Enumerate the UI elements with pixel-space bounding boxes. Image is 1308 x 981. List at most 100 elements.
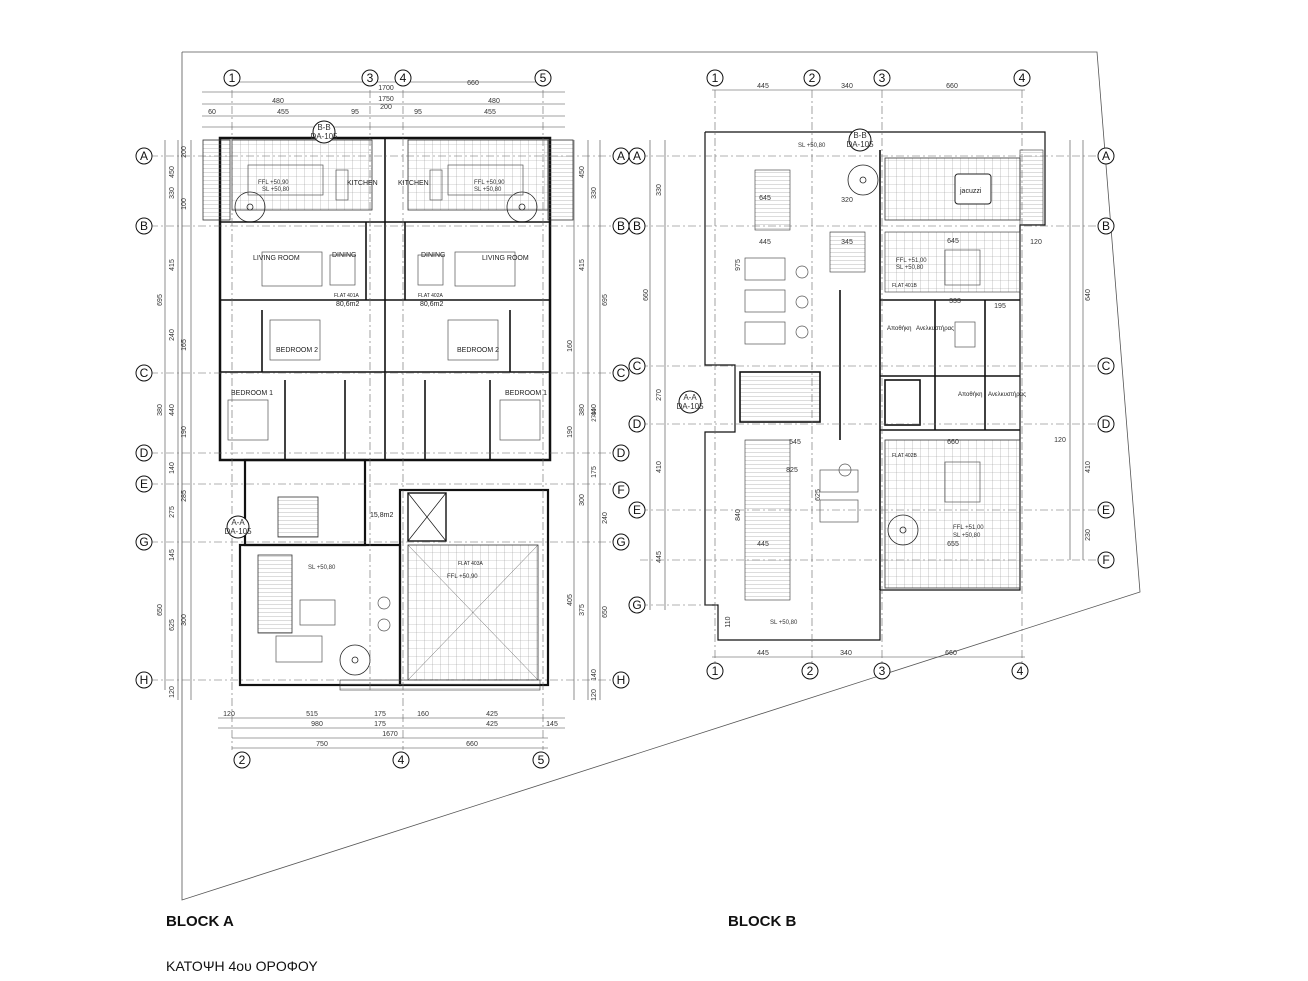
dimension-value: 445 xyxy=(759,239,771,246)
grid-col-label: 2 xyxy=(239,753,246,767)
dimension-value: 110 xyxy=(725,616,732,627)
grid-row-label: G xyxy=(632,598,641,612)
room-label: BEDROOM 2 xyxy=(457,347,499,354)
dimension-value: 145 xyxy=(169,549,176,561)
grid-row-label: D xyxy=(140,446,149,460)
grid-row-label: E xyxy=(633,503,641,517)
dimension-value: 660 xyxy=(946,83,958,90)
dimension-value: 330 xyxy=(169,187,176,199)
grid-row-label: A xyxy=(140,149,148,163)
block-b-grid-bubble-labels: 1 2 3 4 1 2 3 4 A B C D E G A B C D E F xyxy=(632,71,1110,678)
dimension-value: 440 xyxy=(169,404,176,416)
grid-row-label: C xyxy=(140,366,149,380)
level-label: SL +50,80 xyxy=(798,143,826,149)
block-b-spiral-stairs xyxy=(847,164,919,546)
floor-plan-title: ΚΑΤΟΨΗ 4ου ΟΡΟΦΟΥ xyxy=(166,958,318,974)
section-marker-labels: B-B DA-105 A-A DA-105 B-B DA-105 A-A DA-… xyxy=(224,123,874,536)
dimension-value: 160 xyxy=(417,711,429,718)
block-b-furniture xyxy=(744,249,981,523)
area-label: 15,8m2 xyxy=(370,512,393,519)
grid-col-label: 1 xyxy=(712,664,719,678)
dimension-value: 445 xyxy=(656,551,663,563)
dimension-value: 545 xyxy=(789,439,801,446)
block-a-lower-terrace xyxy=(257,492,541,691)
room-label: KITCHEN xyxy=(398,180,429,187)
dimension-value: 380 xyxy=(157,404,164,416)
dimension-value: 145 xyxy=(546,721,558,728)
dimension-value: 345 xyxy=(841,239,853,246)
grid-col-label: 1 xyxy=(229,71,236,85)
block-a-plan xyxy=(150,81,620,750)
block-a-grid-lines xyxy=(150,90,620,750)
dimension-value: 825 xyxy=(786,467,798,474)
dimension-value: 160 xyxy=(567,340,574,352)
dimension-value: 190 xyxy=(181,426,188,438)
level-label: SL +50,80 xyxy=(262,187,290,193)
section-tag: A-A xyxy=(683,393,697,402)
dimension-value: 120 xyxy=(1030,239,1042,246)
room-label: Ανελκυστήρας xyxy=(988,391,1026,398)
dimension-value: 100 xyxy=(181,198,188,210)
dimension-value: 340 xyxy=(841,83,853,90)
grid-row-label: H xyxy=(140,673,149,687)
dimension-value: 405 xyxy=(567,594,574,606)
section-markers xyxy=(226,120,872,539)
dimension-value: 660 xyxy=(945,650,957,657)
level-label: SL +50,80 xyxy=(474,187,502,193)
block-b-plan xyxy=(640,89,1100,665)
grid-row-label: F xyxy=(617,483,624,497)
room-label: Αποθήκη xyxy=(887,325,911,332)
block-b-dimension-labels: 445 340 660 445 340 660 330 660 975 270 … xyxy=(643,83,1092,657)
flat-label: FLAT 402A xyxy=(418,293,443,299)
dimension-value: 175 xyxy=(374,711,386,718)
grid-row-label: D xyxy=(1102,417,1111,431)
block-b-interior-walls xyxy=(839,150,1020,590)
grid-row-label: E xyxy=(1102,503,1110,517)
level-label: FFL +50,90 xyxy=(258,180,289,186)
dimension-value: 415 xyxy=(579,259,586,271)
room-label: LIVING ROOM xyxy=(482,255,529,262)
dimension-value: 320 xyxy=(841,197,853,204)
section-ref: DA-105 xyxy=(676,402,704,411)
dimension-value: 285 xyxy=(181,490,188,502)
dimension-value: 640 xyxy=(1085,289,1092,301)
dimension-value: 750 xyxy=(316,741,328,748)
dimension-value: 60 xyxy=(208,109,216,116)
dimension-value: 660 xyxy=(466,741,478,748)
dimension-value: 445 xyxy=(757,541,769,548)
grid-col-label: 4 xyxy=(1019,71,1026,85)
dimension-value: 270 xyxy=(656,389,663,401)
level-label: FFL +51,00 xyxy=(953,525,984,531)
dimension-value: 1670 xyxy=(382,731,398,738)
grid-row-label: A xyxy=(633,149,641,163)
dimension-value: 410 xyxy=(656,461,663,473)
dimension-value: 655 xyxy=(947,541,959,548)
dimension-value: 2730 xyxy=(592,408,598,422)
dimension-value: 195 xyxy=(994,303,1006,310)
dimension-value: 415 xyxy=(169,259,176,271)
dimension-value: 95 xyxy=(414,109,422,116)
area-label: 80,6m2 xyxy=(336,301,359,308)
dimension-value: 175 xyxy=(591,466,598,478)
dimension-value: 440 xyxy=(591,404,598,416)
grid-col-label: 2 xyxy=(809,71,816,85)
block-a-dimension-labels: 60 1700 1750 480 200 480 455 95 95 455 6… xyxy=(208,80,558,748)
room-label: DINING xyxy=(332,252,357,259)
section-ref: DA-105 xyxy=(310,132,338,141)
block-a-spiral-stairs xyxy=(234,191,538,676)
dimension-value: 645 xyxy=(759,195,771,202)
level-label: SL +50,80 xyxy=(308,565,336,571)
block-a-dimension-labels-left: 200 450 330 100 415 695 240 165 380 440 … xyxy=(157,146,188,698)
section-tag: B-B xyxy=(317,123,330,132)
block-a-dimension-lines-top xyxy=(202,81,565,128)
section-ref: DA-105 xyxy=(846,140,874,149)
dimension-value: 450 xyxy=(169,166,176,178)
room-label: Ανελκυστήρας xyxy=(916,325,954,332)
block-b-terraces xyxy=(739,149,1044,601)
dimension-value: 120 xyxy=(1054,437,1066,444)
level-label: FFL +50,90 xyxy=(447,574,478,580)
dimension-value: 425 xyxy=(486,721,498,728)
dimension-value: 190 xyxy=(567,426,574,438)
dimension-value: 300 xyxy=(181,614,188,626)
grid-col-label: 4 xyxy=(400,71,407,85)
